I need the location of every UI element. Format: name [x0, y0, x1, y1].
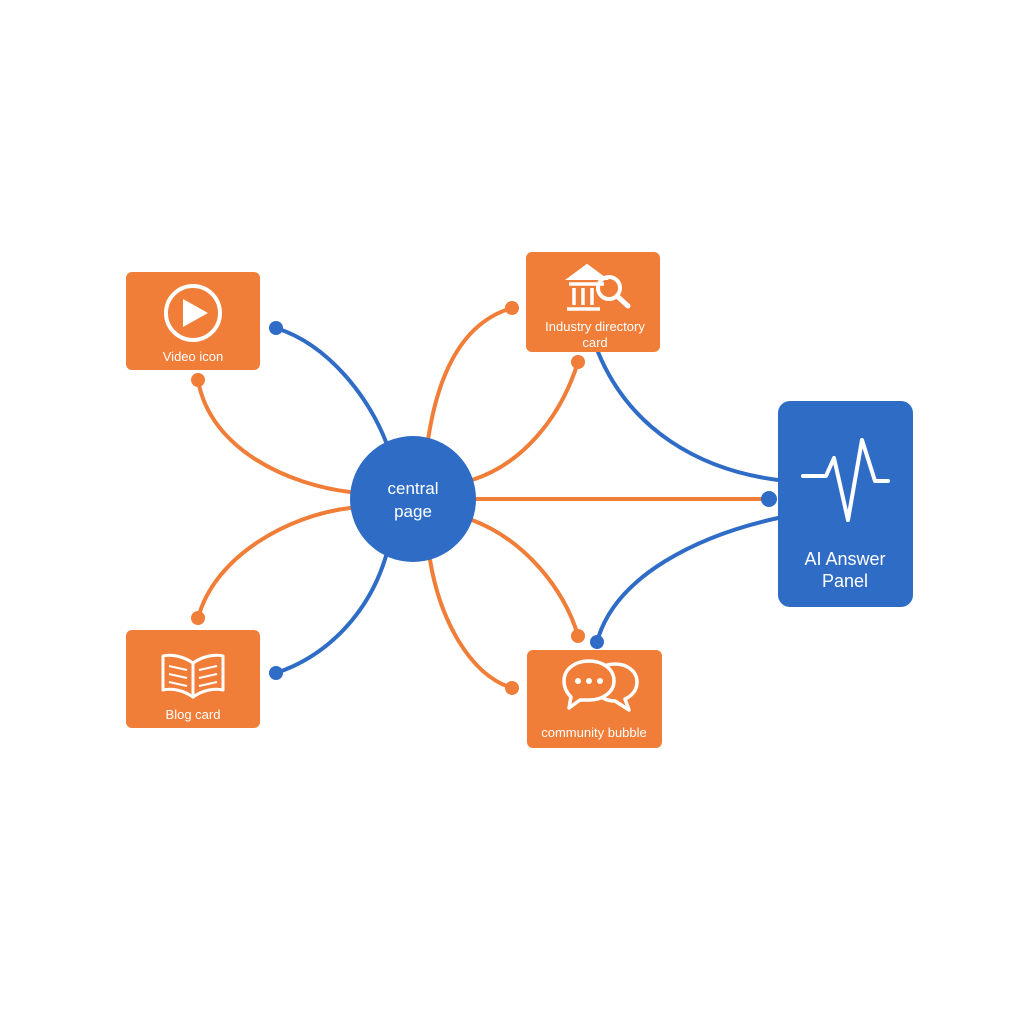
connector-ai-community — [595, 516, 780, 644]
chat-bubbles-icon — [562, 659, 639, 712]
endpoint-dot — [571, 355, 585, 369]
community-card[interactable]: community bubble — [527, 650, 662, 748]
connector-central-community-lower — [428, 558, 514, 690]
community-card-label: community bubble — [541, 725, 647, 740]
ai-panel-label-line2: Panel — [822, 571, 868, 591]
connector-blog-central-blue — [274, 554, 388, 675]
central-node-label-line2: page — [394, 502, 432, 521]
connector-industry-central — [470, 360, 580, 482]
video-card-label: Video icon — [163, 349, 223, 364]
industry-card-label-line1: Industry directory — [545, 319, 645, 334]
endpoint-dot — [761, 491, 777, 507]
play-icon — [164, 284, 222, 342]
endpoint-dot — [269, 666, 283, 680]
endpoint-dot — [505, 681, 519, 695]
ai-panel-label-line1: AI Answer — [804, 549, 885, 569]
endpoint-dot — [505, 301, 519, 315]
endpoint-dot — [590, 635, 604, 649]
connector-central-industry — [426, 306, 514, 442]
connectors — [196, 306, 780, 690]
book-icon — [161, 653, 225, 699]
central-page-node[interactable]: central page — [350, 436, 476, 562]
connector-endpoints — [191, 301, 777, 695]
industry-directory-card[interactable]: Industry directory card — [526, 252, 660, 352]
connector-video-central — [196, 378, 352, 494]
connector-video-central-blue — [274, 326, 388, 444]
ai-answer-panel[interactable]: AI Answer Panel — [778, 401, 913, 607]
connector-industry-ai — [596, 350, 780, 482]
connector-blog-central — [196, 506, 352, 620]
endpoint-dot — [191, 611, 205, 625]
central-node-label-line1: central — [387, 479, 438, 498]
connector-central-community — [470, 518, 580, 638]
pulse-icon — [801, 438, 890, 522]
blog-card[interactable]: Blog card — [126, 630, 260, 728]
endpoint-dot — [269, 321, 283, 335]
blog-card-label: Blog card — [166, 707, 221, 722]
building-search-icon — [564, 263, 631, 311]
industry-card-label-line2: card — [582, 335, 607, 350]
video-card[interactable]: Video icon — [126, 272, 260, 370]
endpoint-dot — [571, 629, 585, 643]
endpoint-dot — [191, 373, 205, 387]
